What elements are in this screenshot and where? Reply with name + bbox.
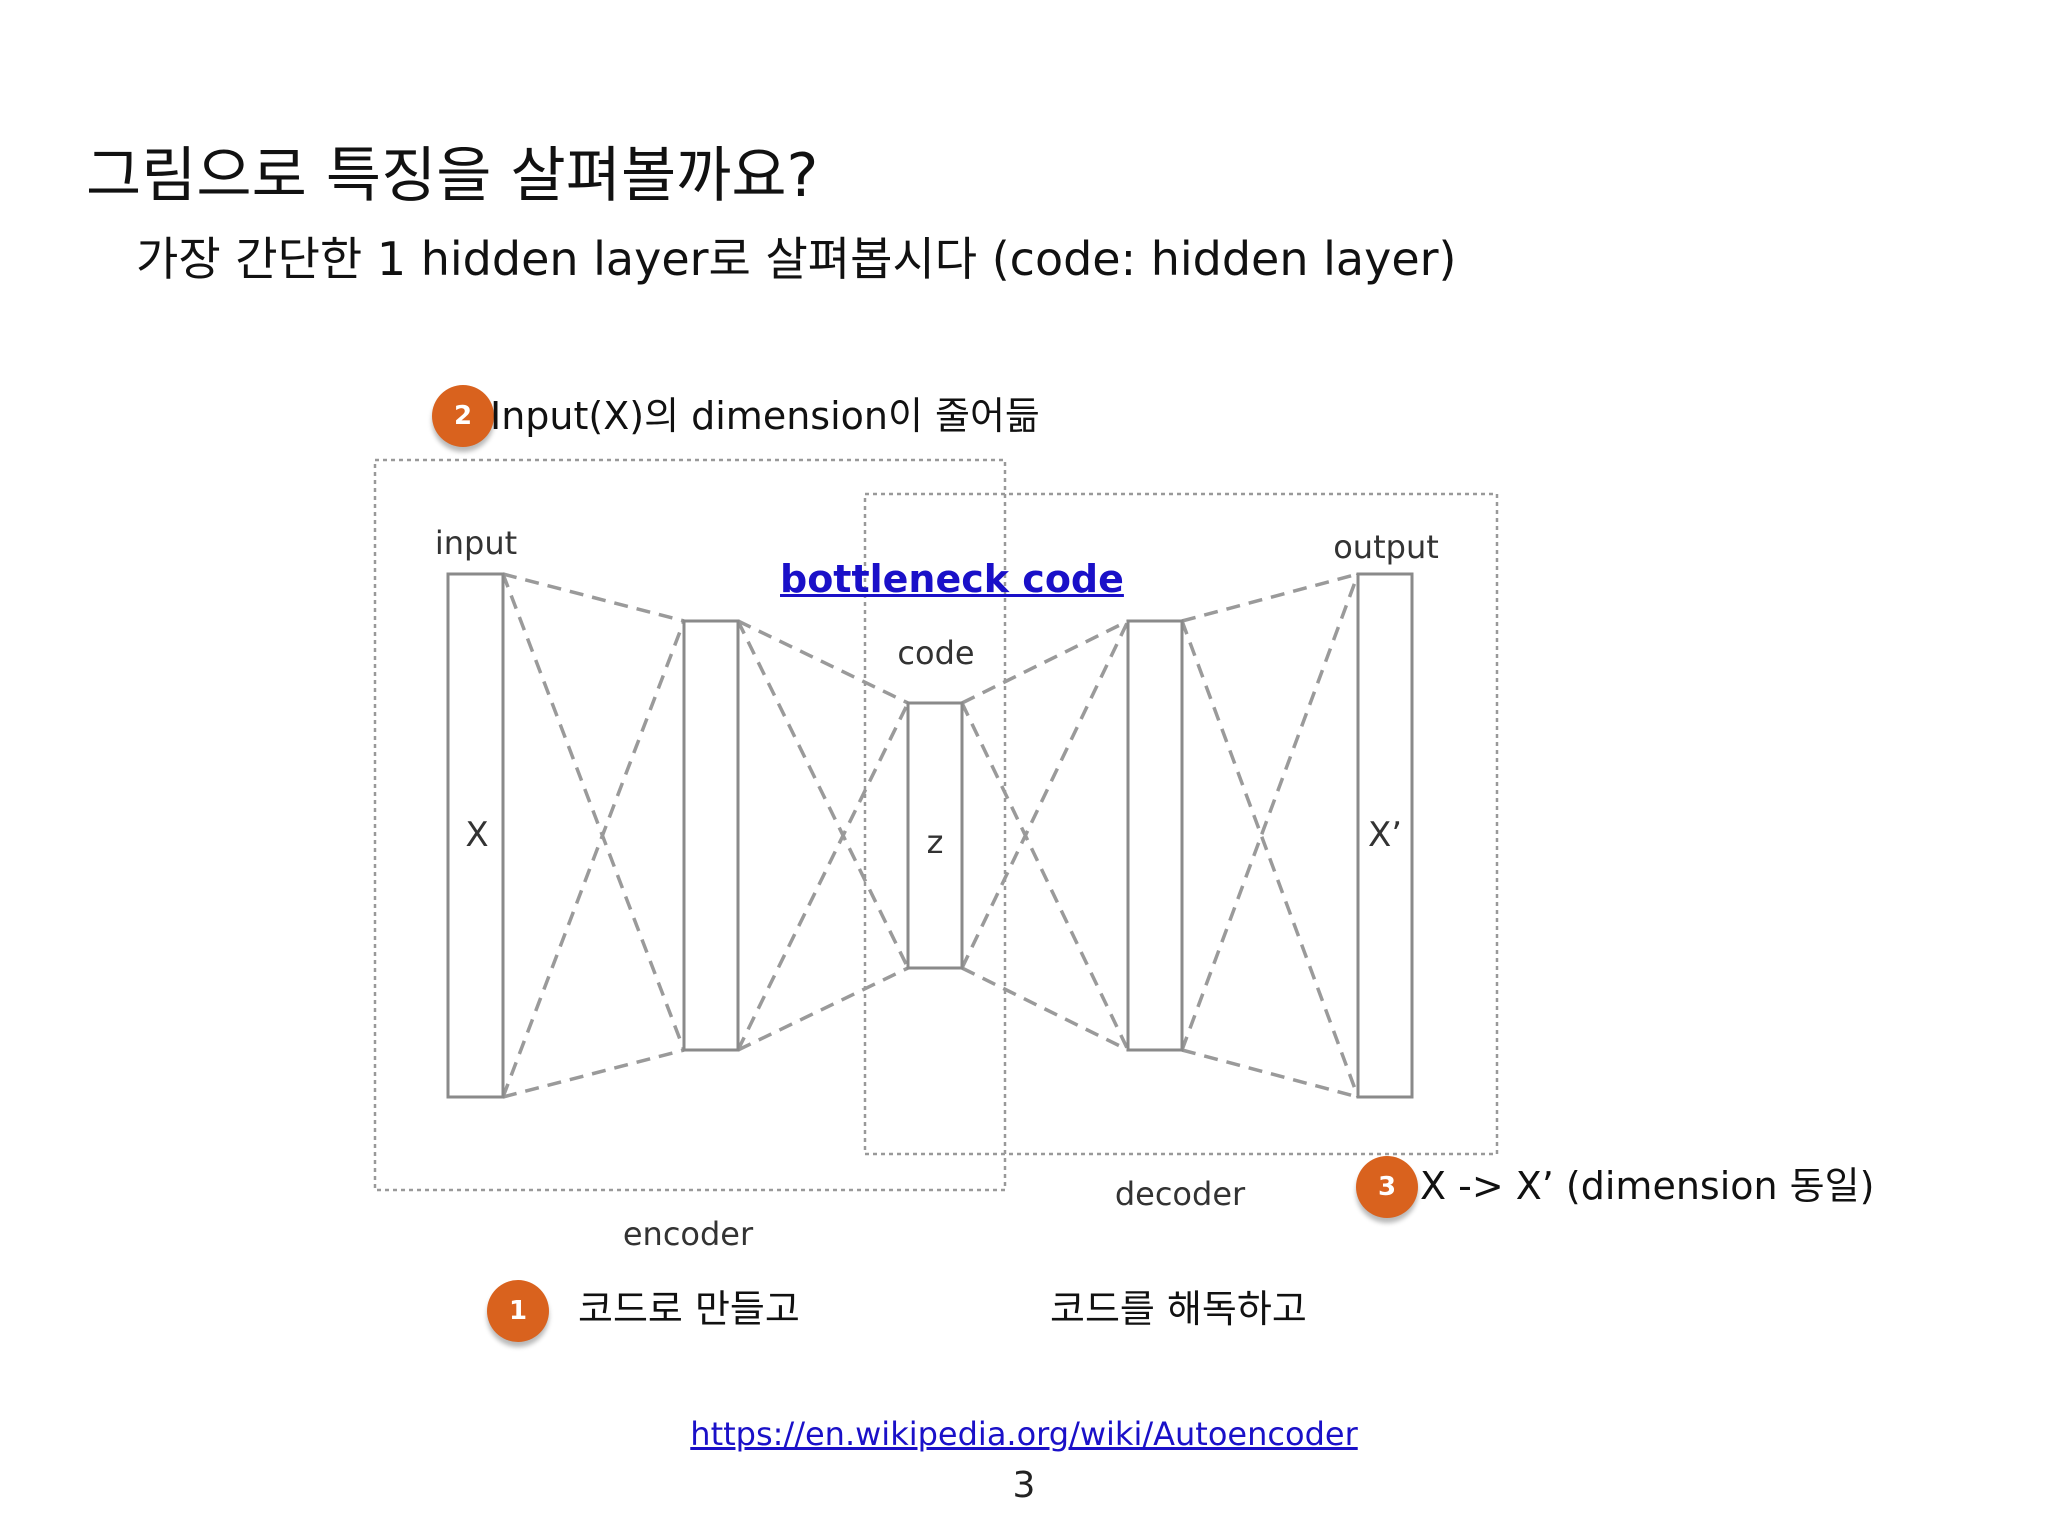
layer-connections [501,572,1360,1099]
note-dimension-reduced: Input(X)의 dimension이 줄어듦 [490,394,1040,438]
input-layer [446,572,505,1099]
hidden-layer-1 [682,619,740,1052]
decoder-box [863,492,1499,1156]
z-label: z [927,823,944,861]
encoder-label: encoder [623,1215,754,1253]
code-layer [906,701,964,970]
note-dimension-same: X -> X’ (dimension 동일) [1420,1164,1875,1208]
xprime-label: X’ [1368,815,1402,855]
badge-3: 3 [1356,1156,1418,1218]
output-layer [1356,572,1414,1099]
slide-subtitle: 가장 간단한 1 hidden layer로 살펴봅시다 (code: hidd… [136,232,1457,286]
x-label: X [465,815,488,855]
encoder-box [373,458,1007,1192]
badge-2: 2 [432,385,494,447]
code-label: code [897,634,974,672]
note-make-code: 코드로 만들고 [578,1287,800,1331]
output-label: output [1333,528,1439,566]
slide-title: 그림으로 특징을 살펴볼까요? [86,141,819,211]
wikipedia-source-link[interactable]: https://en.wikipedia.org/wiki/Autoencode… [690,1415,1358,1453]
decoder-label: decoder [1115,1175,1246,1213]
page-number: 3 [1012,1465,1036,1506]
badge-1: 1 [487,1280,549,1342]
hidden-layer-2 [1126,619,1184,1052]
bottleneck-code-link[interactable]: bottleneck code [780,557,1124,601]
input-label: input [435,524,517,562]
note-decode-code: 코드를 해독하고 [1050,1287,1307,1331]
